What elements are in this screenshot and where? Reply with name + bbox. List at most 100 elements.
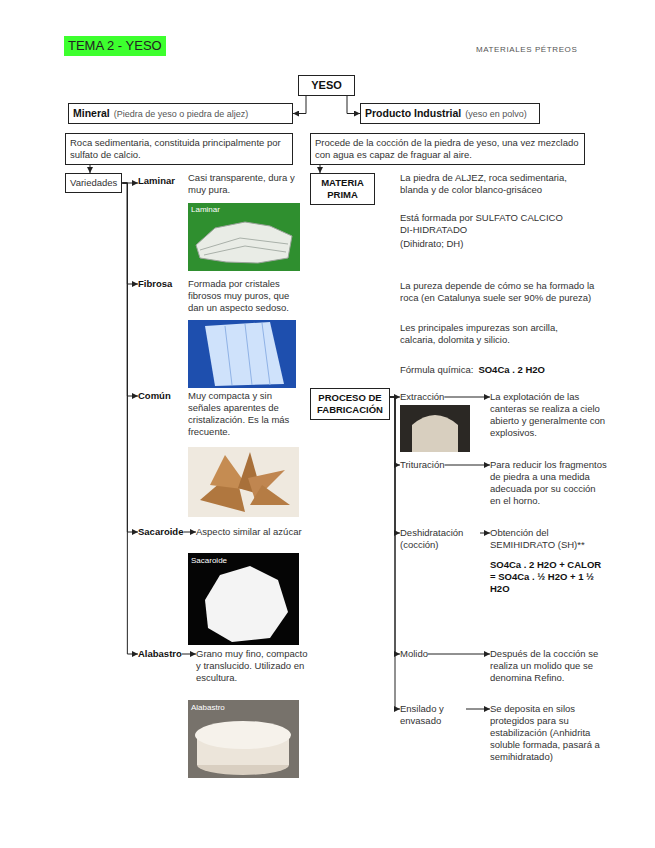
variety-name: Sacaroide	[138, 526, 183, 538]
connector-arrow	[320, 165, 321, 173]
variety-description: Muy compacta y sin señales aparentes de …	[188, 390, 296, 438]
section-header: MATERIALES PÉTREOS	[476, 44, 577, 56]
crystal	[205, 322, 284, 386]
rock	[205, 566, 288, 642]
connector-arrow	[480, 533, 490, 534]
node-text: La explotación de las canteras se realiz…	[490, 391, 608, 439]
connector-arrow	[122, 183, 138, 532]
node-text: Procede de la cocción de la piedra de ye…	[315, 137, 580, 161]
crystal	[250, 485, 290, 505]
formula-label: Fórmula química:	[400, 364, 473, 376]
photo-ground	[188, 447, 299, 517]
node-text: SO4Ca . 2 H2O + CALOR = SO4Ca . ½ H2O + …	[490, 559, 608, 595]
crystal-fibre	[225, 326, 232, 385]
photo-caption: Laminar	[191, 205, 220, 215]
branch-box: Mineral (Piedra de yeso o piedra de aljez…	[68, 103, 293, 124]
note-text: Les principales impurezas son arcilla, c…	[400, 322, 595, 346]
connector-arrow	[390, 397, 400, 709]
section-box: MATERIA PRIMA	[310, 173, 375, 205]
connector-arrow	[183, 532, 196, 533]
photo-ground	[188, 320, 296, 388]
node-text: Común	[138, 390, 171, 401]
node-text: MATERIA PRIMA	[313, 177, 372, 201]
photo-ground	[188, 700, 299, 778]
photo-caption: Sacaroide	[191, 556, 227, 566]
connector-arrow	[445, 465, 490, 466]
connector-arrow	[122, 183, 138, 396]
branch-box: Producto Industrial (yeso en polvo)	[360, 103, 540, 124]
fibrosa-photo	[188, 320, 296, 388]
variety-name: Laminar	[138, 175, 175, 187]
variety-name: Fibrosa	[138, 278, 172, 290]
connector-arrow	[122, 183, 138, 654]
note-text: (Dihidrato; DH)	[400, 238, 463, 250]
node-text: Aspecto similar al azúcar	[196, 526, 306, 538]
rock-layer	[204, 246, 286, 255]
note-text: La pureza depende de cómo se ha formado …	[400, 280, 595, 304]
connector-arrow	[347, 96, 360, 114]
variety-description: Formada por cristales fibrosos muy puros…	[188, 278, 300, 314]
comun-photo	[188, 447, 299, 517]
variety-description: Grano muy fino, compacto y translucido. …	[196, 648, 308, 684]
node-text: Extracción	[400, 391, 444, 403]
node-text: Variedades	[70, 177, 117, 188]
node-text: Para reducir los fragmentos de piedra a …	[490, 459, 608, 507]
node-text: Se deposita en silos protegidos para su …	[490, 703, 602, 763]
connector-arrow	[444, 397, 490, 398]
node-text: Deshidratación (cocción)	[400, 527, 480, 551]
process-step: Trituración	[400, 459, 445, 471]
step-description: Después de la cocción se realiza un moli…	[490, 648, 608, 684]
connector-arrow	[466, 709, 490, 710]
node-text: (Piedra de yeso o piedra de aljez)	[114, 109, 249, 119]
variety-description: Aspecto similar al azúcar	[196, 526, 306, 538]
photo-ground	[188, 553, 299, 645]
node-text: Alabastro	[138, 648, 182, 659]
tunnel	[412, 415, 458, 452]
node-text: PROCESO DE FABRICACIÓN	[313, 392, 387, 416]
definition-box: Procede de la cocción de la piedra de ye…	[310, 133, 585, 165]
connector-arrow	[293, 96, 306, 114]
sculpture-top	[195, 721, 291, 749]
node-text: Obtención del SEMIHIDRATO (SH)**	[490, 527, 608, 551]
group-box: Variedades	[65, 173, 122, 193]
rock	[196, 222, 292, 263]
node-text: Producto Industrial	[365, 107, 461, 119]
node-text: Ensilado y envasado	[400, 703, 466, 727]
photo-caption: Alabastro	[191, 703, 225, 713]
section-box: PROCESO DE FABRICACIÓN	[310, 388, 390, 420]
step-description: Se deposita en silos protegidos para su …	[490, 703, 602, 763]
variety-name: Común	[138, 390, 171, 402]
connector-arrow	[90, 165, 91, 173]
step-description: Obtención del SEMIHIDRATO (SH)** SO4Ca . …	[490, 527, 608, 595]
process-step: Deshidratación (cocción)	[400, 527, 480, 551]
node-text: (yeso en polvo)	[465, 109, 527, 119]
definition-box: Roca sedimentaria, constituida principal…	[65, 133, 293, 165]
node-text: Roca sedimentaria, constituida principal…	[70, 137, 288, 161]
note-text: La piedra de ALJEZ, roca sedimentaria, b…	[400, 172, 590, 196]
laminar-photo	[188, 203, 300, 271]
process-step: Ensilado y envasado	[400, 703, 466, 727]
node-text: YESO	[311, 79, 342, 91]
connector-arrow	[122, 183, 138, 284]
quarry-photo	[400, 405, 470, 452]
node-text: Laminar	[138, 175, 175, 186]
connector-arrow	[182, 654, 196, 655]
process-step: Extracción	[400, 391, 444, 403]
node-text: Mineral	[73, 107, 110, 119]
rock-layer	[200, 238, 288, 250]
step-description: La explotación de las canteras se realiz…	[490, 391, 608, 439]
alabastro-photo	[188, 700, 299, 778]
page-title: TEMA 2 - YESO	[64, 36, 166, 56]
formula: SO4Ca . 2 H2O	[478, 364, 545, 376]
node-text: Trituración	[400, 459, 445, 471]
node-text: Grano muy fino, compacto y translucido. …	[196, 648, 308, 684]
node-text: Fibrosa	[138, 278, 172, 289]
step-description: Para reducir los fragmentos de piedra a …	[490, 459, 608, 507]
node-text: Molido	[400, 648, 428, 660]
note-text: Está formada por SULFATO CALCICO DI-HIDR…	[400, 212, 575, 236]
crystal-fibre	[245, 324, 252, 385]
crystal-fibre	[262, 323, 270, 385]
variety-name: Alabastro	[138, 648, 182, 660]
photo-ground	[400, 405, 470, 452]
